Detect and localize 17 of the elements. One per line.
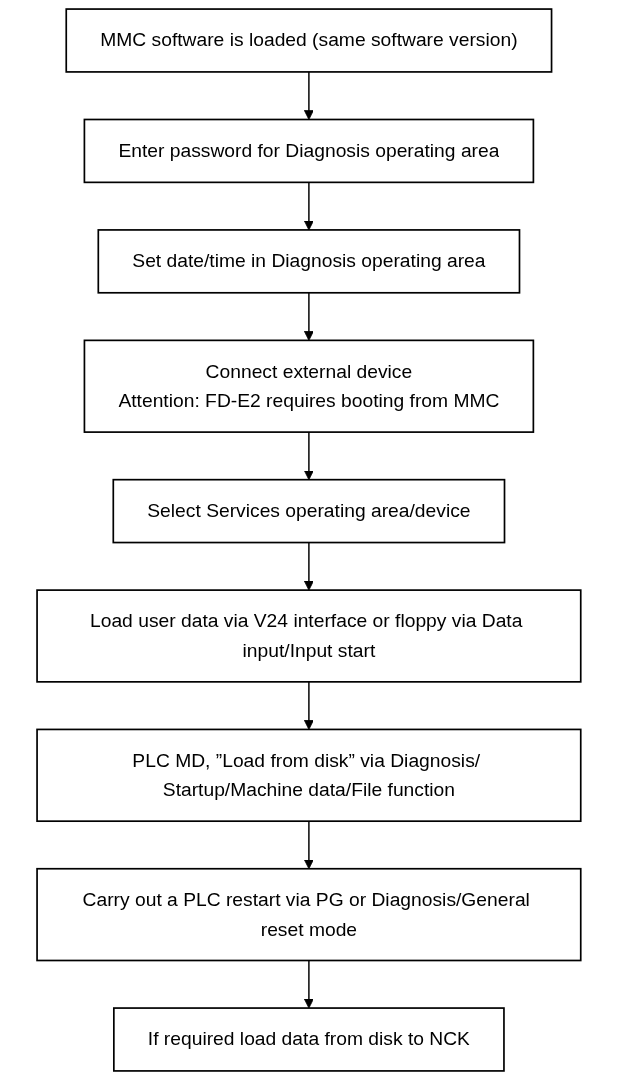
node-box: Set date/time in Diagnosis operating area [97,229,521,294]
arrow [304,820,314,870]
node-box: PLC MD, ”Load from disk” via Diagnosis/ Startup/Machine data/File function [36,728,582,822]
arrow [304,541,314,591]
node-box: Enter password for Diagnosis operating area [83,118,535,184]
node-box: Load user data via V24 interface or floppy via Data input/Input start [36,589,582,683]
arrow [304,431,314,481]
node-box: Select Services operating area/device [112,478,506,544]
node-box: MMC software is loaded (same software version) [65,8,553,73]
arrow [304,959,314,1009]
arrow [304,71,314,120]
arrow [304,292,314,341]
node-box: Carry out a PLC restart via PG or Diagnosis/General reset mode [36,867,582,962]
arrow [304,181,314,231]
node-box: Connect external device Attention: FD-E2 requires booting from MMC [83,339,535,433]
arrow [304,681,314,730]
node-box: If required load data from disk to NCK [113,1007,505,1072]
